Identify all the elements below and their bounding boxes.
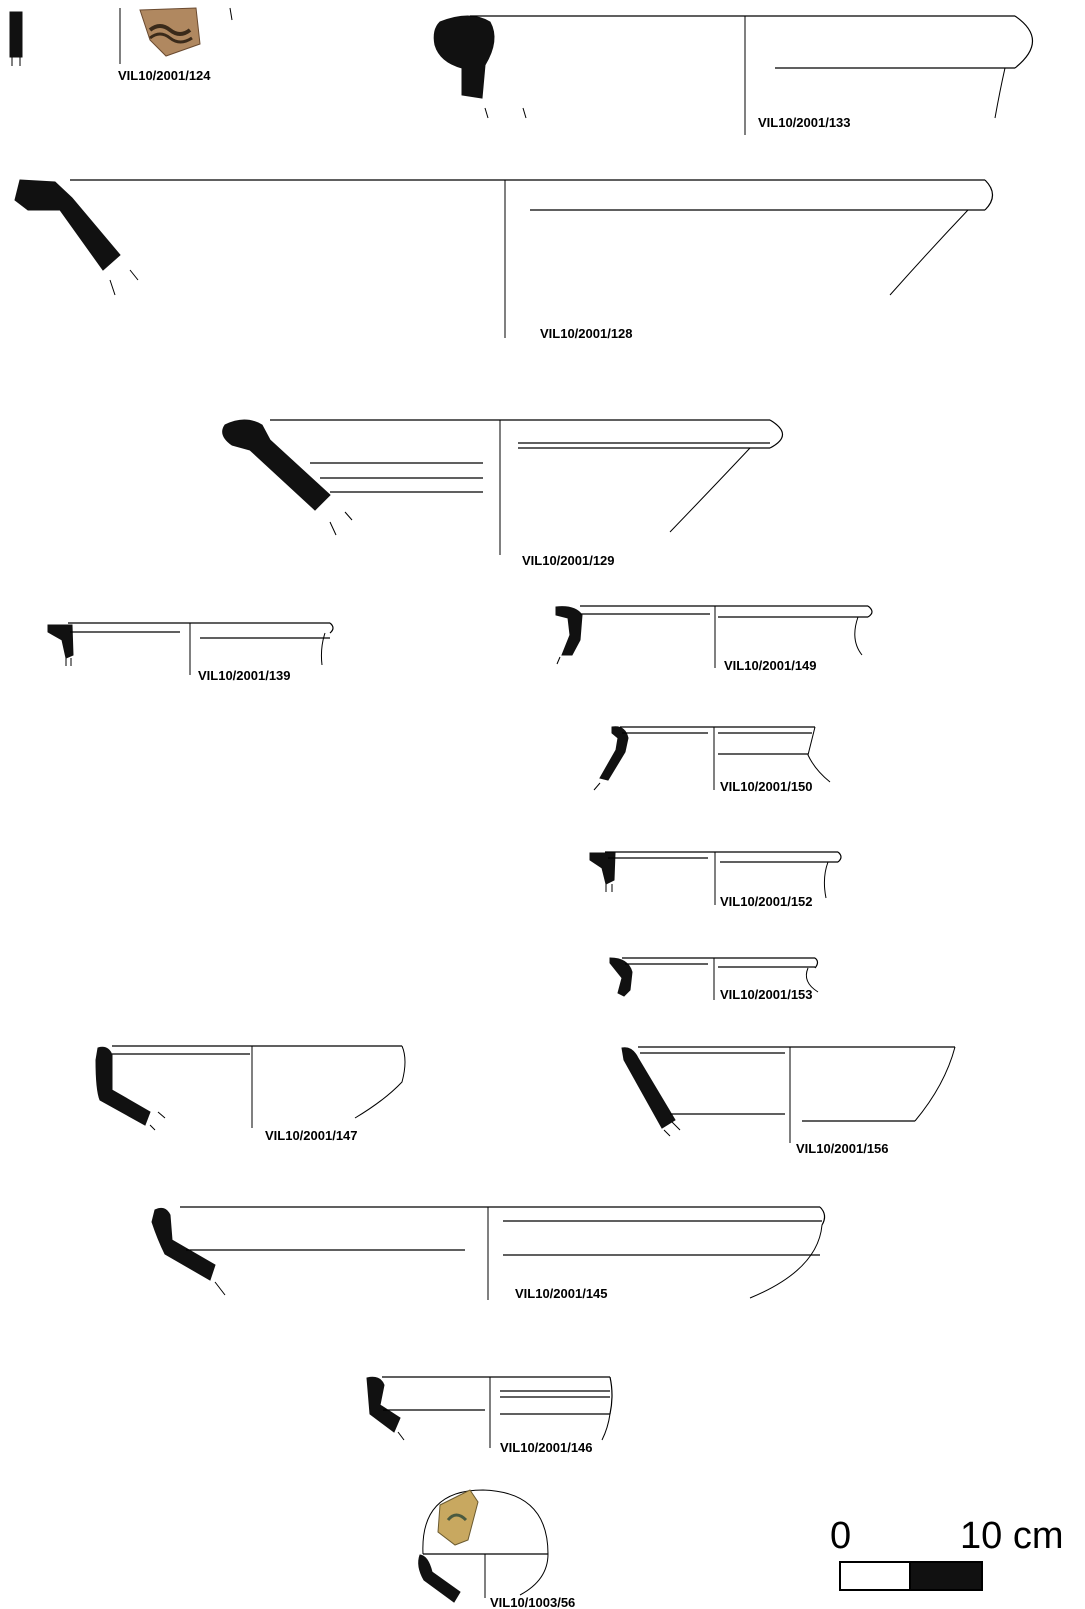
label-129: VIL10/2001/129	[522, 553, 615, 568]
sherd-147-section	[95, 1046, 151, 1126]
sherd-129: VIL10/2001/129	[222, 419, 784, 568]
sherd-133-section	[433, 15, 495, 99]
label-145: VIL10/2001/145	[515, 1286, 608, 1301]
sherd-124: VIL10/2001/124	[9, 7, 233, 83]
sherd-133: VIL10/2001/133	[433, 15, 1033, 135]
sherd-153-section	[609, 957, 633, 997]
label-128: VIL10/2001/128	[540, 326, 633, 341]
sherd-146: VIL10/2001/146	[366, 1376, 613, 1455]
scale-start: 0	[830, 1515, 851, 1557]
label-146: VIL10/2001/146	[500, 1440, 593, 1455]
sherd-152: VIL10/2001/152	[589, 851, 842, 909]
label-149: VIL10/2001/149	[724, 658, 817, 673]
label-133: VIL10/2001/133	[758, 115, 851, 130]
label-152: VIL10/2001/152	[720, 894, 813, 909]
sherd-145-section	[151, 1207, 216, 1281]
sherd-153: VIL10/2001/153	[609, 957, 819, 1002]
sherd-149-section	[555, 606, 583, 656]
sherd-147: VIL10/2001/147	[95, 1045, 406, 1143]
scale-bar: 0 10 cm	[830, 1515, 1063, 1591]
label-147: VIL10/2001/147	[265, 1128, 358, 1143]
sherd-156: VIL10/2001/156	[621, 1046, 956, 1156]
label-1003-56: VIL10/1003/56	[490, 1595, 575, 1609]
sherd-156-section	[621, 1047, 676, 1129]
sherd-128-section	[14, 179, 121, 271]
sherd-1003-56-photo	[437, 1489, 479, 1546]
sherd-124-section	[9, 11, 23, 58]
label-139: VIL10/2001/139	[198, 668, 291, 683]
scale-segment-black	[909, 1561, 983, 1591]
sherd-128: VIL10/2001/128	[14, 179, 994, 341]
sherd-149: VIL10/2001/149	[555, 605, 873, 673]
sherd-150: VIL10/2001/150	[593, 726, 831, 794]
sherd-145: VIL10/2001/145	[151, 1206, 826, 1301]
label-156: VIL10/2001/156	[796, 1141, 889, 1156]
label-150: VIL10/2001/150	[720, 779, 813, 794]
label-124: VIL10/2001/124	[118, 68, 211, 83]
sherd-1003-56: VIL10/1003/56	[418, 1489, 575, 1609]
sherd-139-section	[47, 624, 74, 659]
label-153: VIL10/2001/153	[720, 987, 813, 1002]
sherd-150-section	[599, 726, 629, 781]
sherd-146-section	[366, 1376, 401, 1433]
sherd-139: VIL10/2001/139	[47, 622, 334, 683]
sherd-1003-56-section	[418, 1554, 461, 1603]
scale-end: 10 cm	[960, 1515, 1063, 1557]
scale-segment-white	[839, 1561, 911, 1591]
sherd-129-section	[222, 419, 331, 511]
